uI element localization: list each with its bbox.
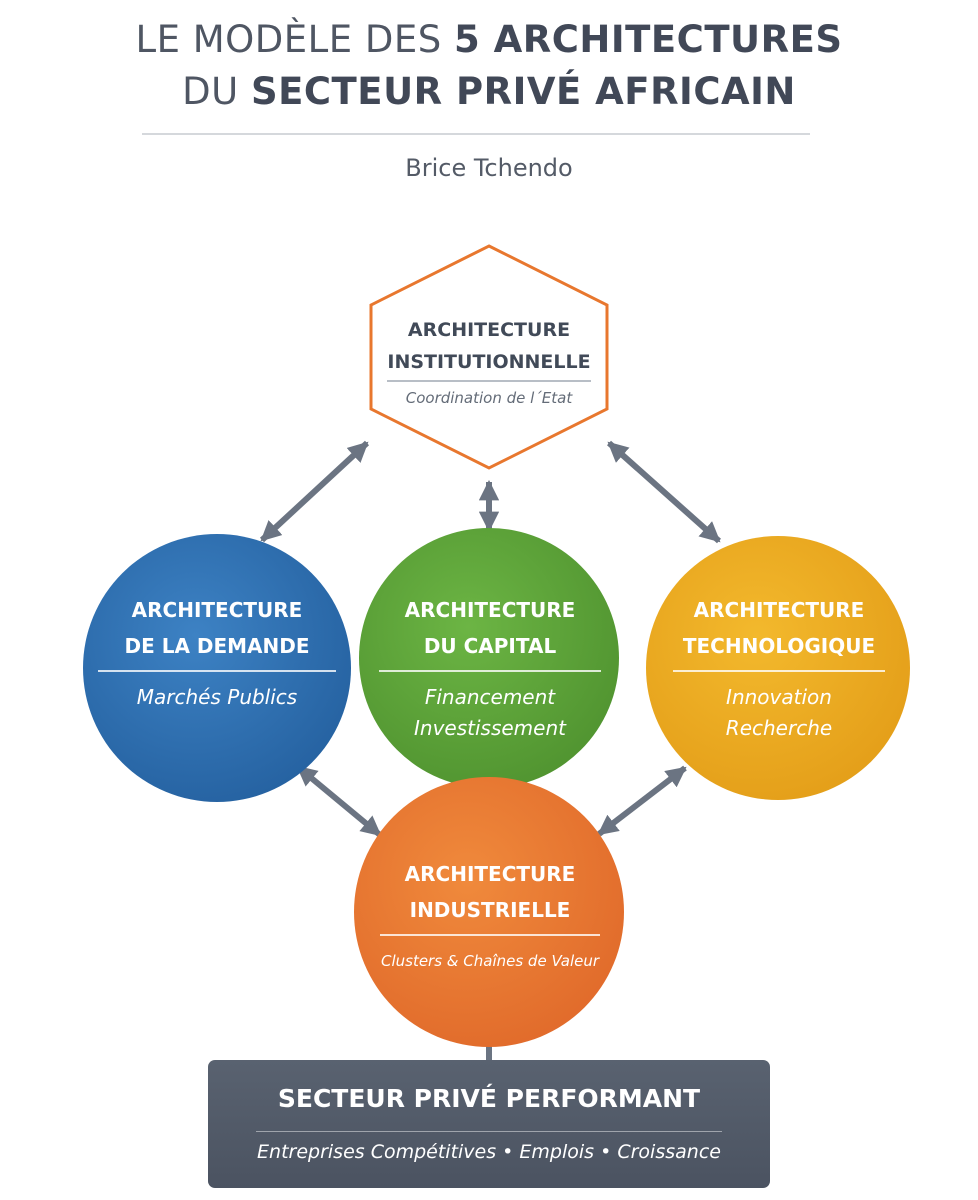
technology-subtitle-line1: Innovation [726,685,832,709]
author-name: Brice Tchendo [405,154,573,182]
connector-technology-industrial [597,765,687,837]
title-divider [142,133,810,135]
capital-divider [379,670,601,672]
title-line1-light: LE MODÈLE DES [135,18,442,61]
capital-title-line1: ARCHITECTURE [404,598,576,622]
industrial-divider [380,934,600,936]
page-title-line-2: DU SECTEUR PRIVÉ AFRICAIN [0,70,978,113]
capital-subtitle-line2: Investissement [414,716,566,740]
demand-title-line2: DE LA DEMANDE [124,634,310,658]
technology-title-line2: TECHNOLOGIQUE [682,634,876,658]
demand-divider [98,670,336,672]
technology-divider [673,670,885,672]
capital-circle [359,528,619,788]
institutional-divider [387,380,591,382]
title-line2-bold: SECTEUR PRIVÉ AFRICAIN [250,70,796,113]
demand-node: ARCHITECTURE DE LA DEMANDE Marchés Publi… [82,592,352,713]
capital-subtitle-line1: Financement [424,685,556,709]
industrial-title-line1: ARCHITECTURE [404,862,576,886]
outcome-title: SECTEUR PRIVÉ PERFORMANT [277,1084,701,1113]
industrial-circle [354,777,624,1047]
outcome-subtitle: Entreprises Compétitives • Emplois • Cro… [257,1141,721,1163]
connector-inst-technology [607,440,721,544]
technology-circle [646,536,910,800]
title-line1-bold: 5 ARCHITECTURES [454,18,843,61]
connector-inst-demand [259,440,370,543]
institutional-title-line2: INSTITUTIONNELLE [387,351,591,373]
page-title-line-1: LE MODÈLE DES 5 ARCHITECTURES [0,18,978,61]
technology-subtitle-line2: Recherche [725,716,833,740]
industrial-title-line2: INDUSTRIELLE [409,898,571,922]
demand-circle [83,534,351,802]
outcome-divider [256,1131,722,1132]
demand-subtitle: Marchés Publics [136,685,298,709]
demand-title-line1: ARCHITECTURE [131,598,303,622]
institutional-subtitle: Coordination de l´Etat [405,389,573,407]
connector-demand-industrial [296,764,382,838]
technology-title-line1: ARCHITECTURE [693,598,865,622]
institutional-hexagon [369,244,609,470]
institutional-title-line1: ARCHITECTURE [407,319,571,341]
outcome-box: SECTEUR PRIVÉ PERFORMANT Entreprises Com… [208,1060,770,1188]
capital-title-line2: DU CAPITAL [423,634,557,658]
capital-node: ARCHITECTURE DU CAPITAL Financement Inve… [360,592,620,744]
institutional-node: ARCHITECTURE INSTITUTIONNELLE Coordinati… [369,314,609,410]
title-line2-light: DU [182,70,239,113]
industrial-node: ARCHITECTURE INDUSTRIELLE Clusters & Cha… [355,856,625,977]
industrial-subtitle: Clusters & Chaînes de Valeur [380,952,600,970]
technology-node: ARCHITECTURE TECHNOLOGIQUE Innovation Re… [647,592,911,744]
